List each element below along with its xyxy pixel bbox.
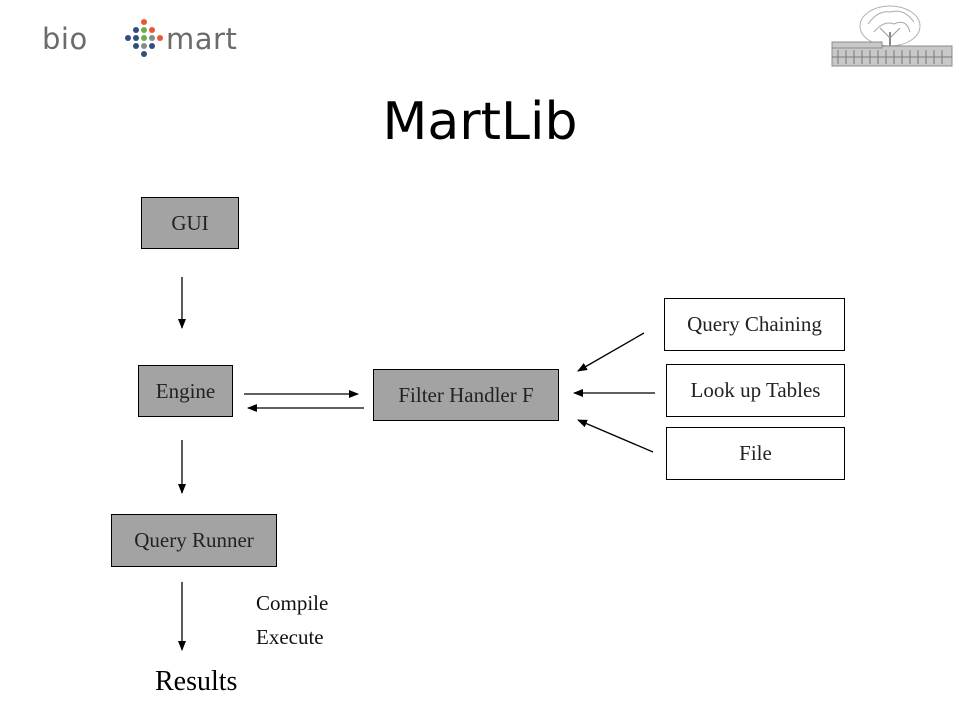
step-execute-label: Execute (256, 625, 324, 649)
page-title: MartLib (382, 92, 578, 152)
logo-text-bio: bio (42, 22, 88, 56)
query-runner-box: Query Runner (111, 514, 277, 567)
building-tree-icon (831, 5, 953, 67)
gui-box: GUI (141, 197, 239, 249)
arrow-query-chaining-to-filter-handler (577, 332, 645, 372)
engine-box: Engine (138, 365, 233, 417)
file-box: File (666, 427, 845, 480)
filter-handler-box: Filter Handler F (373, 369, 559, 421)
query-chaining-box: Query Chaining (664, 298, 845, 351)
step-compile-label: Compile (256, 591, 329, 615)
logo-text-mart: mart (166, 22, 238, 56)
results-label: Results (155, 666, 238, 697)
arrow-file-to-filter-handler (577, 419, 654, 453)
logo-dots-icon (125, 19, 163, 57)
lookup-tables-box: Look up Tables (666, 364, 845, 417)
